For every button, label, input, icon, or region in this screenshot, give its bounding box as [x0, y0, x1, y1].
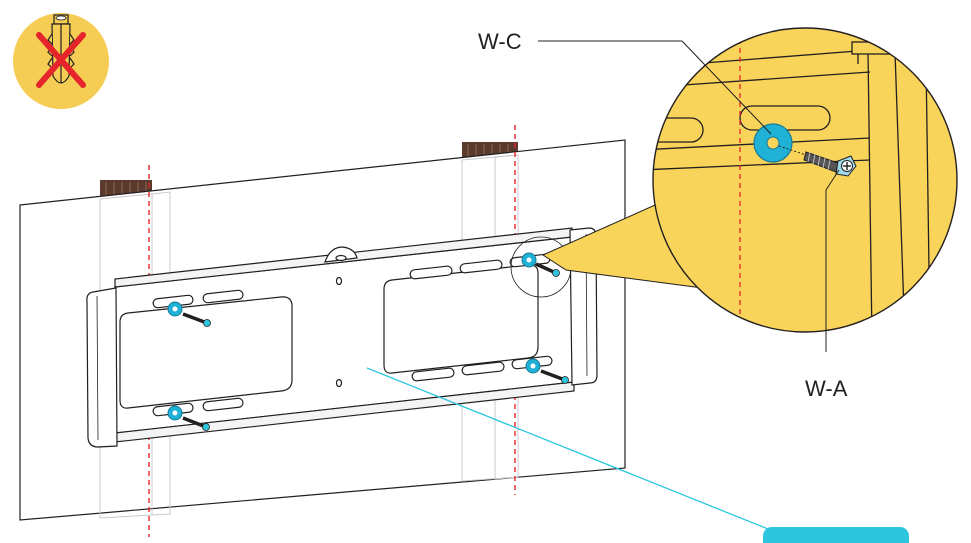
screw-label: W-A	[805, 376, 848, 401]
washer-screw-top-left	[167, 301, 211, 327]
washer-label: W-C	[478, 29, 522, 54]
wc-leader-diagonal	[681, 40, 772, 135]
wa-leader-line	[825, 169, 840, 352]
magnifier-detail	[652, 27, 958, 333]
cyan-leader-line	[366, 367, 774, 532]
washer-screw-bottom-right	[525, 358, 569, 384]
no-wall-anchor-icon	[13, 13, 109, 109]
lag-screw-zoom	[803, 151, 857, 177]
washer-screw-bottom-left	[167, 405, 210, 431]
washer-screw-top-right	[521, 252, 560, 277]
wall-plate	[86, 227, 598, 448]
bottom-label-tab	[763, 527, 909, 543]
